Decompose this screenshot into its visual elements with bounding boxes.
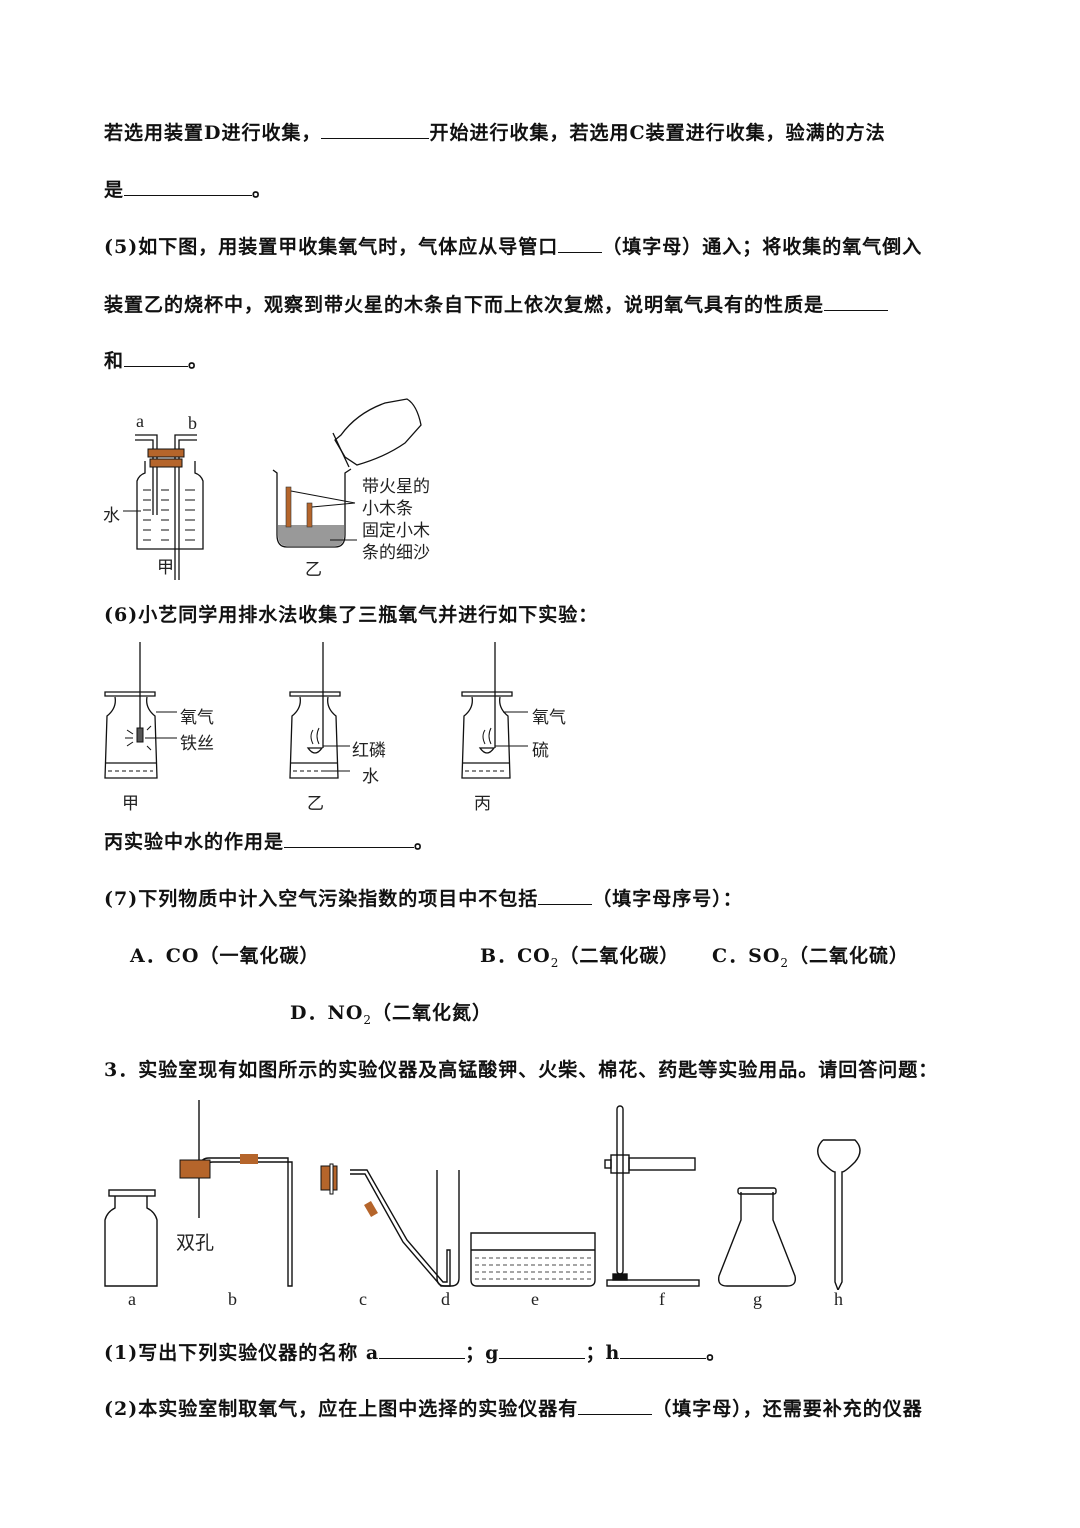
q6-figure — [104, 642, 528, 779]
option-c[interactable]: C．SO2（二氧化硫） — [712, 945, 910, 970]
q3-sub2: (2)本实验室制取氧气，应在上图中选择的实验仪器有（填字母），还需要补充的仪器 — [104, 1396, 923, 1420]
q7-line1: (7)下列物质中计入空气污染指数的项目中不包括（填字母序号）： — [104, 886, 743, 910]
water-label: 水 — [103, 506, 120, 526]
sand-label-1: 固定小木 — [362, 521, 430, 541]
water-label-yi: 水 — [362, 767, 379, 787]
caption-yi: 乙 — [305, 560, 322, 580]
sulfur-label: 硫 — [532, 741, 549, 761]
answer-blank[interactable] — [538, 886, 593, 905]
answer-blank[interactable] — [284, 829, 415, 848]
iron-wire-label: 铁丝 — [180, 734, 214, 754]
sand-label-2: 条的细沙 — [362, 543, 430, 563]
apparatus-label-e: e — [531, 1289, 539, 1309]
answer-blank[interactable] — [558, 234, 603, 253]
option-b[interactable]: B．CO2（二氧化碳） — [480, 945, 680, 970]
apparatus-label-f: f — [659, 1289, 665, 1309]
q3-apparatus-figure — [104, 1100, 861, 1290]
port-a-label: a — [136, 411, 144, 431]
answer-blank[interactable] — [321, 120, 430, 139]
q5-line2: 装置乙的烧杯中，观察到带火星的木条自下而上依次复燃，说明氧气具有的性质是 — [104, 290, 889, 317]
answer-blank[interactable] — [124, 177, 253, 196]
q5-figure — [123, 398, 422, 580]
oxygen-label-bing: 氧气 — [532, 708, 566, 728]
q4-line2: 是。 — [104, 177, 273, 201]
red-phosphorus-label: 红磷 — [352, 741, 386, 761]
answer-blank[interactable] — [824, 292, 889, 311]
q3-sub1: (1)写出下列实验仪器的名称 a；g；h。 — [104, 1340, 727, 1364]
q4-line1: 若选用装置D进行收集，开始进行收集，若选用C装置进行收集，验满的方法 — [104, 120, 886, 144]
splint-label-2: 小木条 — [362, 499, 413, 519]
q3-stem: 3．实验室现有如图所示的实验仪器及高锰酸钾、火柴、棉花、药匙等实验用品。请回答问… — [104, 1059, 939, 1081]
option-d[interactable]: D．NO2（二氧化氮） — [290, 1002, 493, 1027]
option-a[interactable]: A．CO（一氧化碳） — [130, 945, 320, 967]
answer-blank[interactable] — [620, 1340, 707, 1359]
q5-line1: (5)如下图，用装置甲收集氧气时，气体应从导管口（填字母）通入；将收集的氧气倒入 — [104, 234, 923, 258]
caption-bing: 丙 — [474, 794, 491, 814]
apparatus-label-c: c — [359, 1289, 367, 1309]
splint-label-1: 带火星的 — [362, 477, 430, 497]
apparatus-label-g: g — [753, 1289, 762, 1309]
apparatus-label-a: a — [128, 1289, 136, 1309]
oxygen-label-jia: 氧气 — [180, 708, 214, 728]
answer-blank[interactable] — [124, 348, 189, 367]
caption-jia-6: 甲 — [122, 794, 139, 814]
answer-blank[interactable] — [499, 1340, 586, 1359]
apparatus-label-b: b — [228, 1289, 237, 1309]
apparatus-label-h: h — [834, 1289, 843, 1309]
double-hole-label: 双孔 — [176, 1232, 215, 1254]
q5-line3: 和。 — [104, 348, 209, 372]
caption-yi-6: 乙 — [307, 794, 324, 814]
q6-line1: (6)小艺同学用排水法收集了三瓶氧气并进行如下实验： — [104, 604, 599, 626]
q6-line2: 丙实验中水的作用是。 — [104, 829, 435, 853]
port-b-label: b — [188, 413, 197, 433]
apparatus-label-d: d — [441, 1289, 450, 1309]
answer-blank[interactable] — [379, 1340, 466, 1359]
caption-jia: 甲 — [157, 558, 174, 578]
answer-blank[interactable] — [578, 1396, 653, 1415]
